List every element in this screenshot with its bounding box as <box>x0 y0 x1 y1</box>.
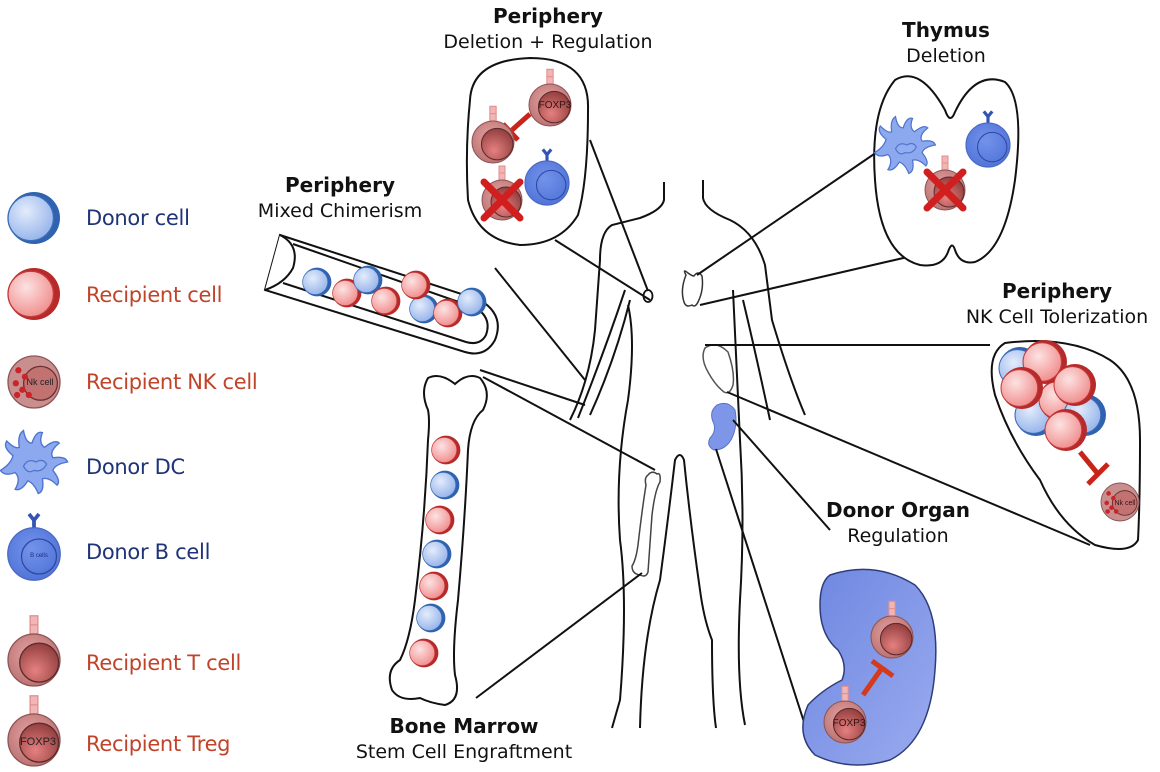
panel-subtitle: Regulation <box>847 525 949 547</box>
panel-title: Periphery <box>1002 279 1112 303</box>
panel-donor-organ-kidney <box>802 568 937 766</box>
legend-label-donor-dc: Donor DC <box>86 455 185 479</box>
panel-title: Donor Organ <box>825 498 971 522</box>
panel-title: Periphery <box>493 4 603 28</box>
legend-label-donor-b-cell: Donor B cell <box>86 540 211 564</box>
foxp3-text: FOXP3 <box>20 736 56 748</box>
small-thymus-icon <box>681 270 704 307</box>
legend-label-recipient-nk-cell: Recipient NK cell <box>86 370 258 394</box>
nk-cell-text: Nk cell <box>26 377 53 387</box>
title-bone-marrow: Bone Marrow Stem Cell Engraftment <box>356 713 572 765</box>
title-donor-organ: Donor Organ Regulation <box>826 497 970 549</box>
callout-lines <box>475 139 1091 723</box>
small-bone-icon <box>631 471 661 577</box>
panel-title: Bone Marrow <box>389 714 539 738</box>
title-mixed-chimerism: Periphery Mixed Chimerism <box>258 172 422 224</box>
foxp3-text: FOXP3 <box>539 100 572 111</box>
panel-subtitle: Stem Cell Engraftment <box>355 741 573 763</box>
inhibition-arrow <box>860 658 895 697</box>
foxp3-text: FOXP3 <box>833 718 866 729</box>
panel-title: Periphery <box>285 173 395 197</box>
legend-recipient-cell-icon <box>7 267 61 321</box>
b-cell-text: B cells <box>30 553 48 559</box>
panel-subtitle: NK Cell Tolerization <box>965 306 1149 328</box>
title-thymus: Thymus Deletion <box>902 17 990 69</box>
nk-cell-text: Nk cell <box>1114 500 1135 507</box>
panel-subtitle: Deletion + Regulation <box>443 31 653 53</box>
legend-treg-icon: FOXP3 <box>7 695 61 767</box>
legend-donor-cell-icon <box>7 191 61 245</box>
legend-b-cell-icon: B cells <box>5 512 63 583</box>
legend-label-donor-cell: Donor cell <box>86 206 190 230</box>
legend-nk-cell-icon: Nk cell <box>7 355 61 409</box>
panel-title: Thymus <box>902 18 990 42</box>
legend-label-recipient-cell: Recipient cell <box>86 283 223 307</box>
title-nk-tolerization: Periphery NK Cell Tolerization <box>966 278 1148 330</box>
small-node-icon <box>702 344 735 394</box>
panel-subtitle: Deletion <box>906 45 986 67</box>
body-outline <box>569 180 806 729</box>
panel-subtitle: Mixed Chimerism <box>257 200 423 222</box>
small-kidney-icon <box>708 402 737 451</box>
legend-t-cell-icon <box>7 615 61 687</box>
title-periphery-regulation: Periphery Deletion + Regulation <box>443 3 652 55</box>
legend-label-recipient-treg: Recipient Treg <box>86 732 231 756</box>
legend-label-recipient-t-cell: Recipient T cell <box>86 651 242 675</box>
inhibition-arrow <box>1078 450 1110 486</box>
legend-dendritic-cell-icon <box>0 429 69 495</box>
